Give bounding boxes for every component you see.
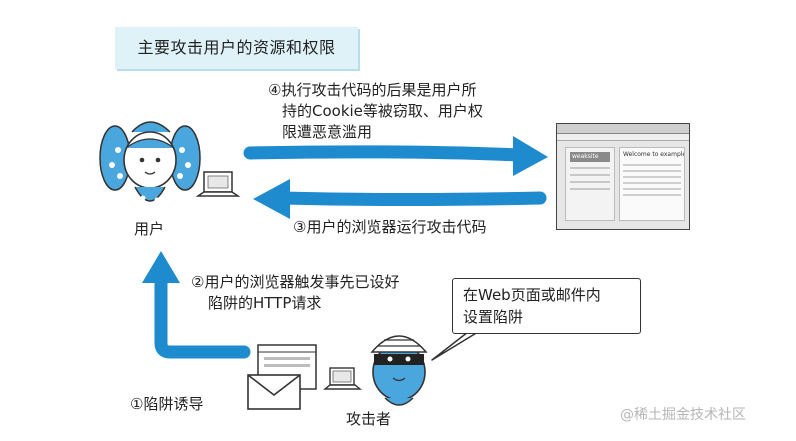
browser-window-icon: weaksite Welcome to example.com xyxy=(556,123,690,230)
step4-line1: ④执行攻击代码的后果是用户所 xyxy=(268,81,477,99)
browser-title-bar xyxy=(557,124,689,134)
step4-caption: ④执行攻击代码的后果是用户所 持的Cookie等被窃取、用户权 限遭恶意滥用 xyxy=(268,80,483,143)
arrow-step4 xyxy=(243,136,548,176)
step2-line2: 陷阱的HTTP请求 xyxy=(208,294,322,312)
watermark: @稀土掘金技术社区 xyxy=(620,407,746,423)
callout-line2: 设置陷阱 xyxy=(463,308,524,326)
attacker-label: 攻击者 xyxy=(346,410,392,428)
step2-caption: ②用户的浏览器触发事先已设好 陷阱的HTTP请求 xyxy=(191,272,399,314)
step1-caption: ①陷阱诱导 xyxy=(130,395,204,413)
laptop-icon xyxy=(323,367,362,390)
callout-line1: 在Web页面或邮件内 xyxy=(463,286,601,304)
step3-caption: ③用户的浏览器运行攻击代码 xyxy=(293,218,487,236)
step4-line3: 限遭恶意滥用 xyxy=(282,123,373,141)
diagram-title: 主要攻击用户的资源和权限 xyxy=(115,27,358,69)
user-girl-icon xyxy=(99,121,201,209)
callout-tail xyxy=(431,330,479,361)
site-heading: Welcome to example.com xyxy=(623,151,684,158)
site-logo: weaksite xyxy=(570,152,610,162)
arrow-step1 xyxy=(142,251,251,359)
browser-sidebar: weaksite xyxy=(565,147,615,221)
trap-callout: 在Web页面或邮件内 设置陷阱 xyxy=(452,278,641,334)
browser-content: Welcome to example.com xyxy=(619,147,685,221)
user-label: 用户 xyxy=(134,220,165,238)
step2-line1: ②用户的浏览器触发事先已设好 xyxy=(191,273,400,291)
envelope-icon xyxy=(247,374,301,410)
step4-line2: 持的Cookie等被窃取、用户权 xyxy=(282,102,483,120)
browser-toolbar xyxy=(557,134,689,141)
arrow-step3 xyxy=(253,179,547,219)
laptop-icon xyxy=(195,171,241,197)
attacker-thief-icon xyxy=(370,335,428,406)
